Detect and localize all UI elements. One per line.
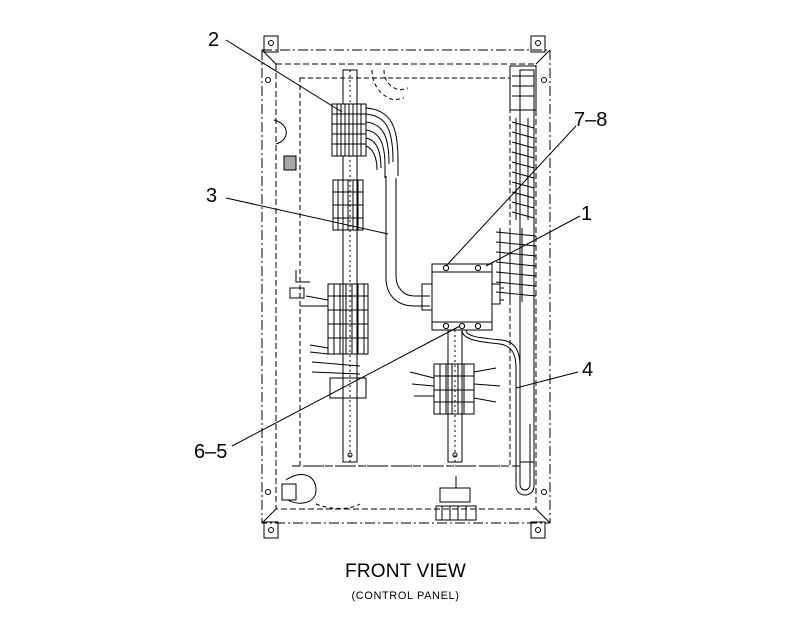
leader-lines [225, 39, 581, 447]
callout-1: 1 [581, 203, 592, 225]
flex-cable [461, 329, 535, 496]
leader-4 [515, 371, 579, 389]
enclosure-outline [261, 49, 551, 524]
lower-center-components [409, 363, 501, 415]
leader-7-8 [445, 125, 577, 267]
view-title: FRONT VIEW [345, 561, 466, 582]
junction-box [431, 263, 504, 331]
view-subtitle: (CONTROL PANEL) [351, 590, 460, 602]
leader-3 [225, 197, 389, 235]
leader-6-5 [231, 325, 461, 447]
leader-1 [485, 215, 581, 267]
duct-upper [371, 69, 409, 101]
bottom-fittings [281, 465, 520, 521]
callout-4: 4 [582, 359, 593, 381]
right-terminal-strip [495, 65, 537, 302]
left-rail-components [273, 119, 369, 399]
terminal-block-upper [331, 103, 399, 178]
leader-2 [225, 39, 343, 113]
callout-3: 3 [206, 185, 217, 207]
callout-7-8: 7–8 [574, 109, 607, 131]
conduit-cable [385, 176, 433, 311]
mounting-tabs [263, 35, 547, 539]
callout-6-5: 6–5 [194, 441, 227, 463]
callout-2: 2 [208, 29, 219, 51]
